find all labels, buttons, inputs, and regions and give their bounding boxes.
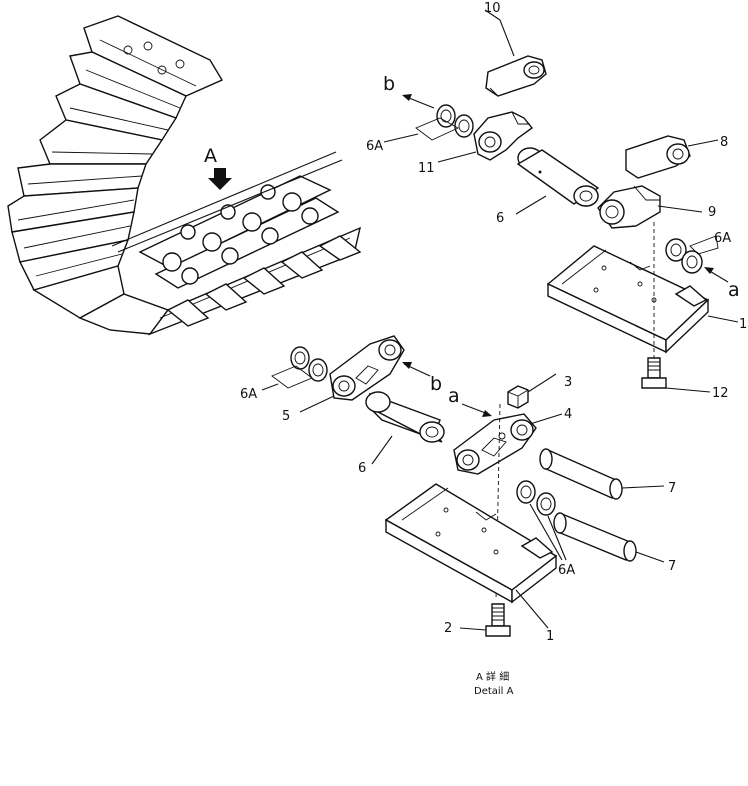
washers-6A-left: [271, 346, 328, 389]
leader-5: [299, 395, 335, 413]
callout-2: 2: [444, 621, 452, 636]
arrow-a-mid-head-icon: [482, 410, 492, 417]
marker-a-mid: a: [448, 385, 460, 407]
callout-1-top: 1: [739, 317, 747, 332]
arrow-b-mid-head-icon: [402, 362, 412, 369]
track-shoe-1-bottom: [384, 483, 558, 604]
callout-5: 5: [282, 409, 290, 424]
washers-6A-bottom: [516, 480, 556, 516]
washers-6A-right: [665, 235, 719, 274]
leader-6-mid: [371, 435, 393, 465]
pin-7-lower: [553, 512, 637, 562]
callout-6-top: 6: [496, 211, 504, 226]
callout-7-upper: 7: [668, 481, 676, 496]
pin-7-upper: [539, 448, 623, 500]
leader-1-top: [707, 315, 739, 323]
leader-4: [529, 413, 563, 425]
leader-7-upper: [621, 485, 665, 489]
bolt-12: [641, 357, 667, 389]
callout-4: 4: [564, 407, 572, 422]
part-9: [597, 185, 661, 229]
callout-6A-bottom: 6A: [558, 563, 575, 578]
part-4-link: [453, 413, 537, 475]
caption-line-1: A 詳 細: [476, 670, 509, 683]
callout-3: 3: [564, 375, 572, 390]
washers-6A-top: [415, 104, 474, 141]
part-8: [625, 135, 691, 179]
callout-6A-left: 6A: [240, 387, 257, 402]
leader-6-top: [515, 195, 547, 215]
callout-7-lower: 7: [668, 559, 676, 574]
part-11: [473, 111, 534, 161]
view-arrow-label: A: [204, 145, 217, 167]
callout-6A-right: 6A: [714, 231, 731, 246]
arrow-a-right-head-icon: [704, 267, 714, 274]
callout-12: 12: [712, 386, 729, 401]
marker-b-top: b: [383, 73, 395, 95]
leader-8: [687, 139, 719, 147]
callout-6A-top: 6A: [366, 139, 383, 154]
leader-9: [657, 205, 703, 213]
part-5-link: [329, 335, 405, 401]
leader-6A-bottom-2: [529, 503, 563, 561]
caption-line-2: Detail A: [474, 686, 514, 697]
callout-9: 9: [708, 205, 716, 220]
leader-6A-top: [383, 133, 419, 143]
leader-3: [527, 373, 557, 393]
leader-12: [665, 387, 711, 393]
part-6-mid: [365, 391, 445, 443]
part-6-top: [516, 147, 600, 207]
leader-6A-left: [261, 383, 279, 391]
track-shoe-1-top: [546, 245, 710, 354]
marker-b-mid: b: [430, 373, 442, 395]
callout-10: 10: [484, 1, 501, 16]
leader-2: [459, 627, 487, 631]
callout-1-bottom: 1: [546, 629, 554, 644]
callout-11: 11: [418, 161, 435, 176]
leader-7-lower: [635, 551, 665, 563]
callout-8: 8: [720, 135, 728, 150]
marker-a-right: a: [728, 279, 740, 301]
leader-10: [484, 9, 515, 57]
arrow-b-top-head-icon: [402, 94, 412, 101]
leader-1-bottom: [515, 589, 549, 629]
view-arrow-icon: [208, 168, 232, 190]
part-10: [485, 55, 547, 97]
leader-6A-bottom: [547, 515, 567, 561]
callout-6-mid: 6: [358, 461, 366, 476]
arrow-a-mid: [461, 403, 489, 415]
nut-3: [507, 385, 529, 409]
leader-11: [437, 151, 477, 163]
track-assembly-overview: [7, 15, 362, 336]
bolt-2: [485, 603, 511, 637]
